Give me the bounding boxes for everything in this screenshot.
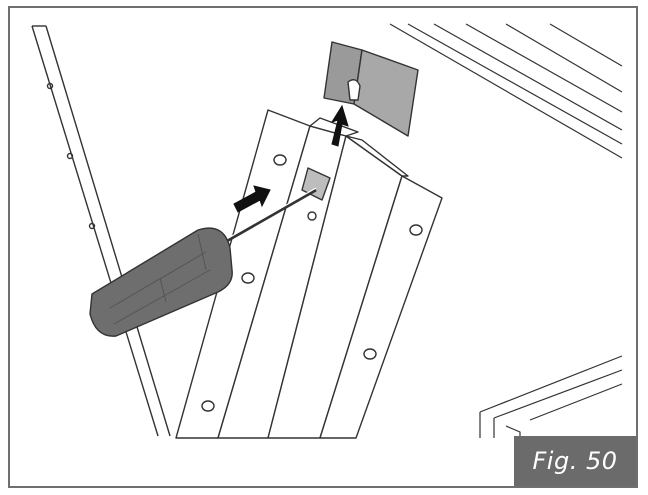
bottom-right-bracket xyxy=(479,355,623,438)
vertical-post xyxy=(175,109,443,439)
assembly-illustration xyxy=(31,23,623,439)
screwdriver xyxy=(89,187,317,337)
top-right-beam xyxy=(389,23,623,159)
figure-label: Fig. 50 xyxy=(514,436,636,486)
push-arrow-icon xyxy=(233,185,271,213)
left-rail xyxy=(31,25,171,437)
removable-clip xyxy=(323,41,419,137)
lift-arrow-icon xyxy=(330,104,349,147)
figure-frame: Fig. 50 xyxy=(8,6,638,488)
